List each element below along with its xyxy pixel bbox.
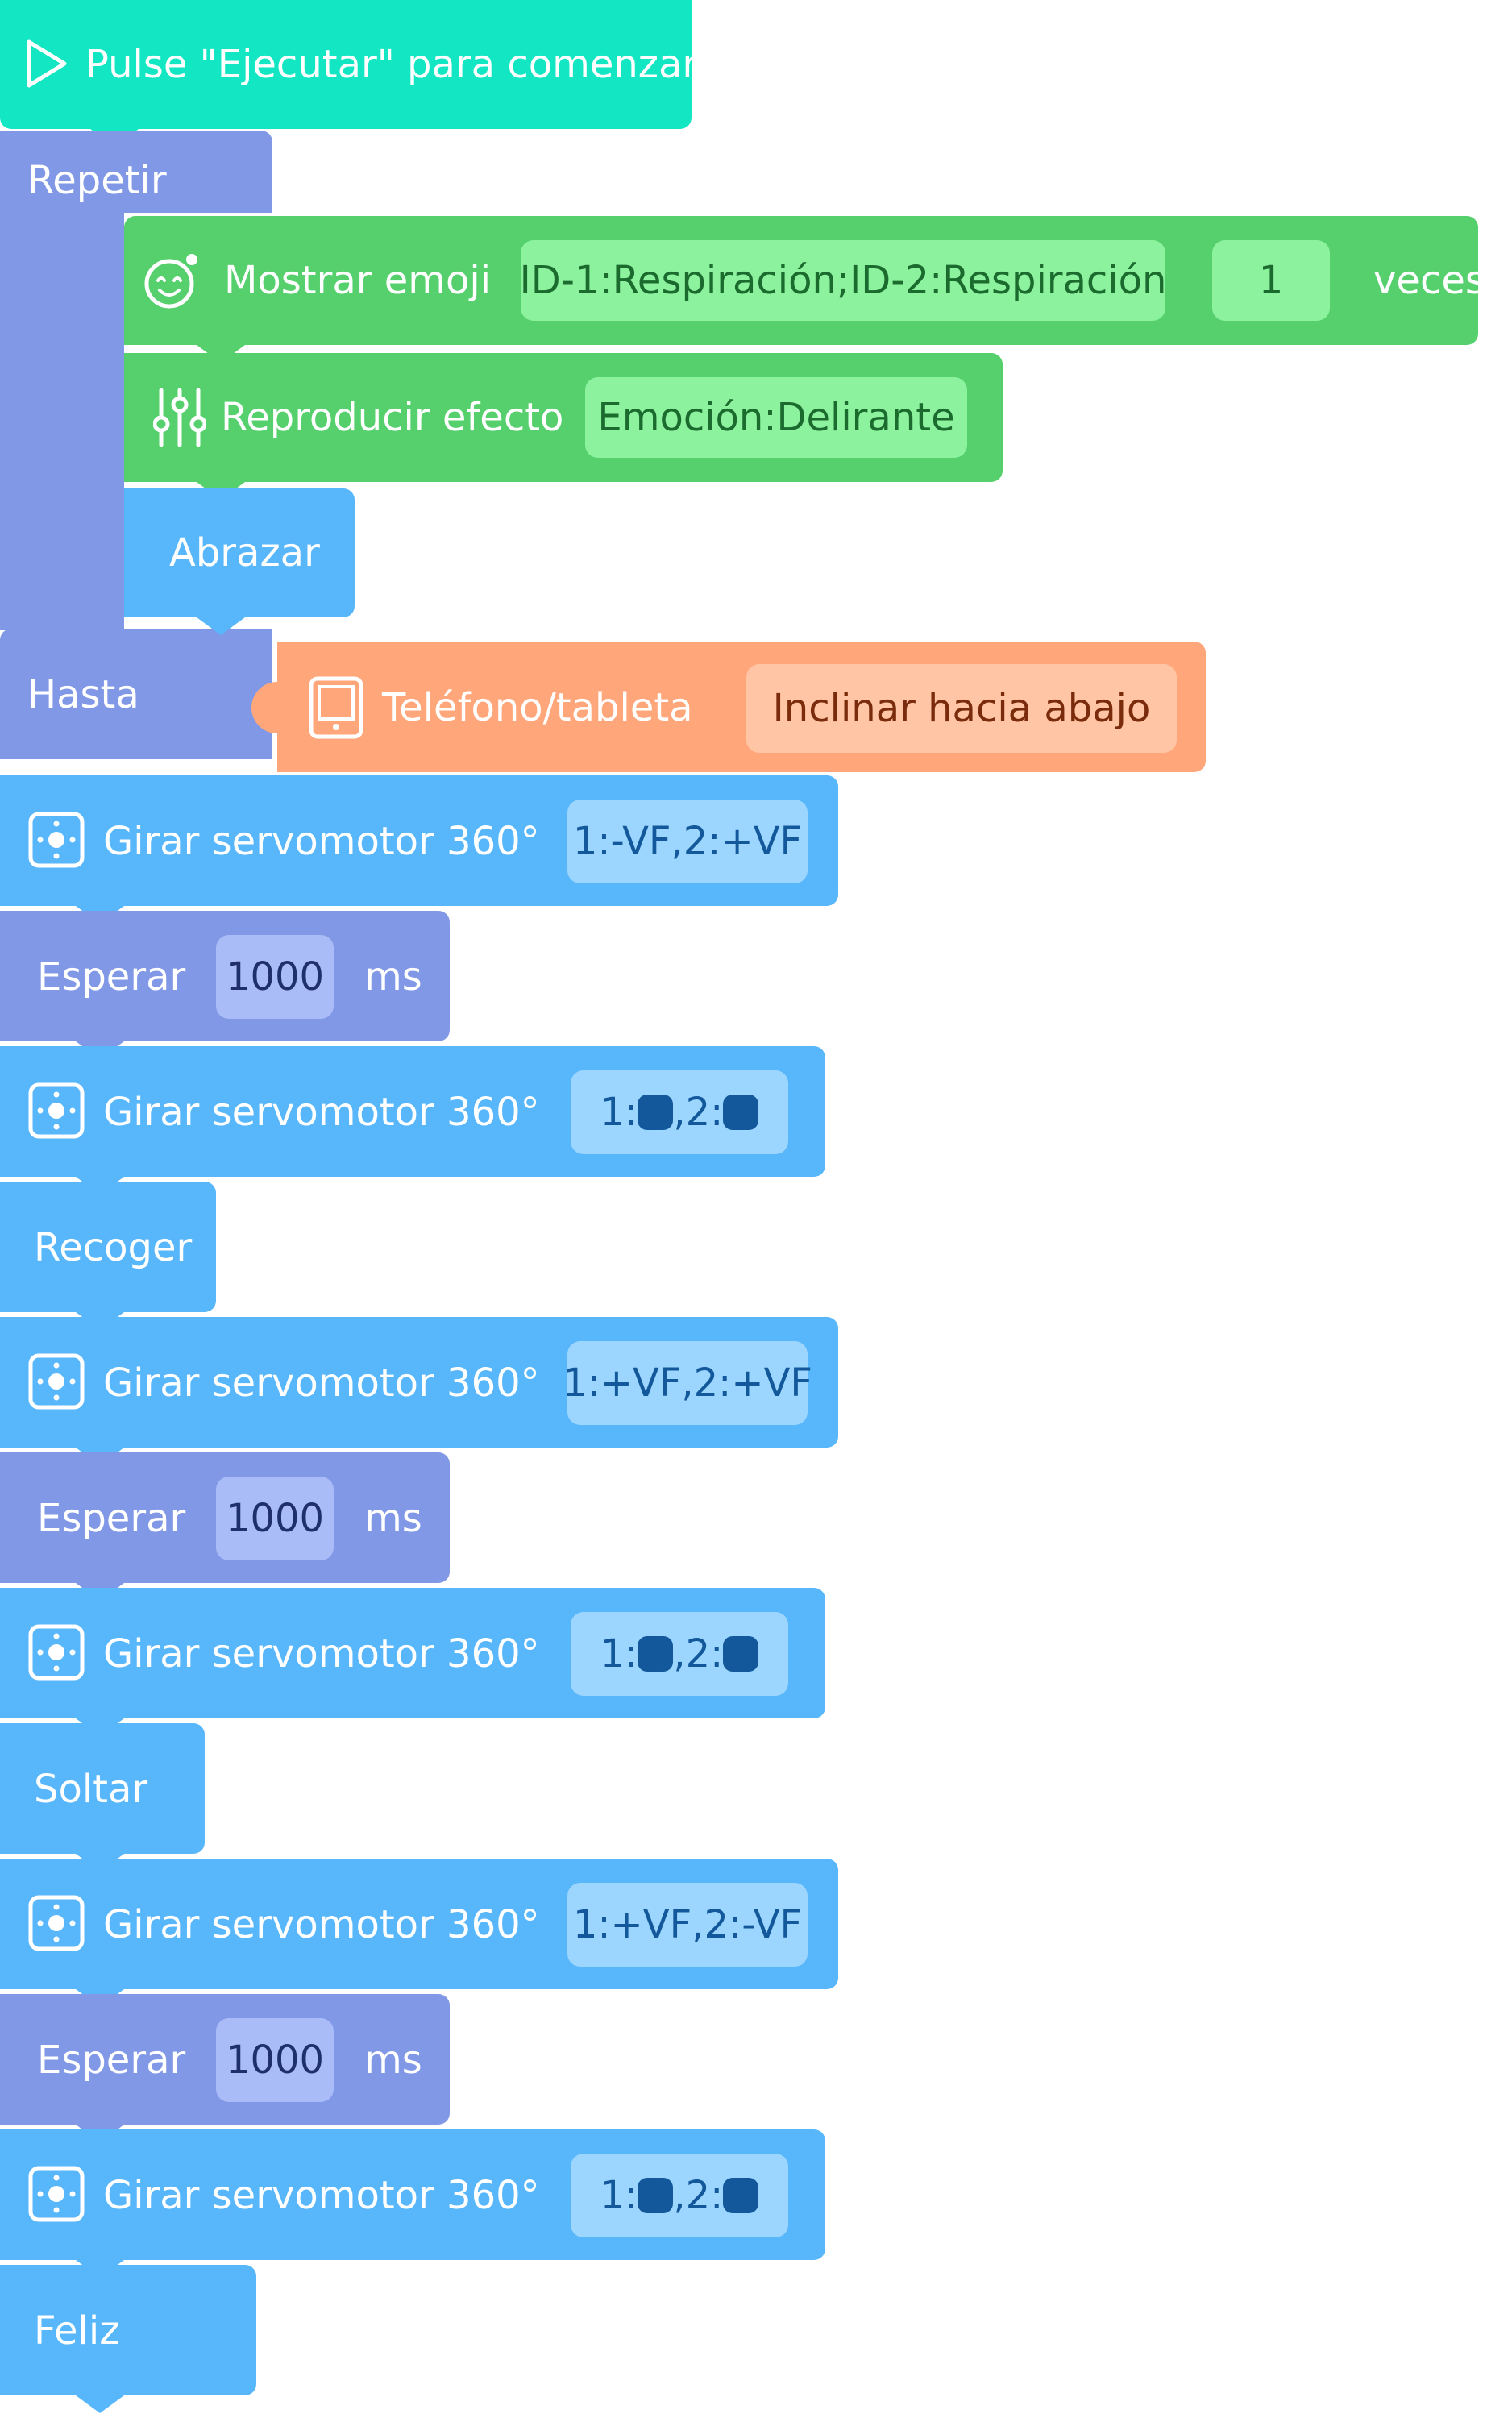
wait-ms-field[interactable]: 1000	[216, 2018, 334, 2102]
servo-value-field[interactable]: 1:-VF,2:+VF	[567, 800, 808, 883]
servo-label: Girar servomotor 360°	[103, 819, 540, 864]
servo-value-field[interactable]: 1:+VF,2:+VF	[563, 1341, 812, 1425]
sliders-icon	[153, 388, 206, 447]
happy-block[interactable]: Feliz	[0, 2265, 256, 2395]
wait-block[interactable]: Esperar 1000 ms	[0, 911, 450, 1041]
servo-icon	[28, 2166, 85, 2222]
hug-notch	[197, 617, 245, 635]
servo-label: Girar servomotor 360°	[103, 1631, 540, 1676]
servo-2-stop-swatch	[723, 2178, 759, 2213]
tablet-icon	[309, 676, 363, 739]
servo-icon	[28, 1895, 85, 1951]
servo-icon	[28, 1353, 85, 1410]
servo-label: Girar servomotor 360°	[103, 1090, 540, 1135]
tilt-value-field[interactable]: Inclinar hacia abajo	[746, 664, 1177, 753]
servo-label: Girar servomotor 360°	[103, 1361, 540, 1406]
servo-2-prefix: ,2:	[673, 1090, 724, 1135]
servo-value-field[interactable]: 1: ,2:	[571, 2154, 788, 2237]
wait-block[interactable]: Esperar 1000 ms	[0, 1452, 450, 1583]
repeat-label: Repetir	[27, 158, 167, 203]
wait-unit-label: ms	[364, 2038, 422, 2083]
wait-unit-label: ms	[364, 1496, 422, 1541]
wait-label: Esperar	[37, 1496, 186, 1541]
start-label: Pulse "Ejecutar" para comenzar	[85, 42, 699, 87]
servo-1-prefix: 1:	[600, 2173, 638, 2218]
servo-block[interactable]: Girar servomotor 360° 1: ,2:	[0, 1588, 825, 1718]
emoji-unit-label: veces	[1373, 258, 1485, 303]
play-effect-label: Reproducir efecto	[221, 395, 564, 440]
happy-label: Feliz	[34, 2308, 120, 2354]
emoji-count-field[interactable]: 1	[1212, 240, 1330, 321]
servo-value-field[interactable]: 1: ,2:	[571, 1612, 788, 1696]
servo-block[interactable]: Girar servomotor 360° 1:+VF,2:+VF	[0, 1317, 838, 1448]
effect-value-field[interactable]: Emoción:Delirante	[585, 377, 967, 458]
servo-icon	[28, 1082, 85, 1139]
servo-value-field[interactable]: 1: ,2:	[571, 1070, 788, 1154]
until-label: Hasta	[27, 672, 139, 717]
emoji-icon	[144, 254, 197, 309]
wait-unit-label: ms	[364, 954, 422, 999]
release-block[interactable]: Soltar	[0, 1723, 205, 1854]
servo-1-stop-swatch	[638, 1636, 674, 1672]
repeat-block[interactable]	[0, 131, 272, 213]
collect-label: Recoger	[34, 1225, 193, 1270]
tablet-condition-label: Teléfono/tableta	[382, 685, 693, 730]
servo-block[interactable]: Girar servomotor 360° 1: ,2:	[0, 1046, 825, 1177]
servo-block[interactable]: Girar servomotor 360° 1: ,2:	[0, 2129, 825, 2260]
happy-notch	[76, 2395, 124, 2413]
play-icon	[27, 39, 67, 88]
servo-2-prefix: ,2:	[673, 1631, 724, 1676]
hug-label: Abrazar	[169, 530, 320, 575]
until-block[interactable]	[0, 629, 272, 759]
servo-value-field[interactable]: 1:+VF,2:-VF	[567, 1883, 808, 1967]
servo-label: Girar servomotor 360°	[103, 2173, 540, 2218]
condition-socket	[251, 682, 303, 733]
servo-1-stop-swatch	[638, 1095, 674, 1130]
servo-icon	[28, 812, 85, 868]
release-label: Soltar	[34, 1767, 148, 1812]
servo-label: Girar servomotor 360°	[103, 1902, 540, 1947]
servo-block[interactable]: Girar servomotor 360° 1:-VF,2:+VF	[0, 775, 838, 906]
repeat-arm	[0, 211, 124, 630]
servo-2-stop-swatch	[723, 1095, 759, 1130]
servo-1-stop-swatch	[638, 2178, 674, 2213]
emoji-id-field[interactable]: ID-1:Respiración;ID-2:Respiración	[520, 240, 1166, 321]
servo-block[interactable]: Girar servomotor 360° 1:+VF,2:-VF	[0, 1859, 838, 1989]
show-emoji-label: Mostrar emoji	[224, 258, 492, 303]
play-effect-block[interactable]: Reproducir efecto Emoción:Delirante	[124, 353, 1003, 482]
collect-block[interactable]: Recoger	[0, 1182, 216, 1312]
wait-label: Esperar	[37, 2038, 186, 2083]
tablet-condition-block[interactable]: Teléfono/tableta Inclinar hacia abajo	[277, 642, 1206, 772]
servo-2-prefix: ,2:	[673, 2173, 724, 2218]
servo-1-prefix: 1:	[600, 1090, 638, 1135]
wait-ms-field[interactable]: 1000	[216, 1477, 334, 1560]
servo-1-prefix: 1:	[600, 1631, 638, 1676]
wait-label: Esperar	[37, 954, 186, 999]
hug-block[interactable]: Abrazar	[124, 488, 355, 617]
wait-block[interactable]: Esperar 1000 ms	[0, 1994, 450, 2125]
servo-2-stop-swatch	[723, 1636, 759, 1672]
servo-icon	[28, 1624, 85, 1681]
wait-ms-field[interactable]: 1000	[216, 935, 334, 1019]
start-block[interactable]: Pulse "Ejecutar" para comenzar	[0, 0, 698, 129]
show-emoji-block[interactable]: Mostrar emoji ID-1:Respiración;ID-2:Resp…	[124, 216, 1485, 345]
